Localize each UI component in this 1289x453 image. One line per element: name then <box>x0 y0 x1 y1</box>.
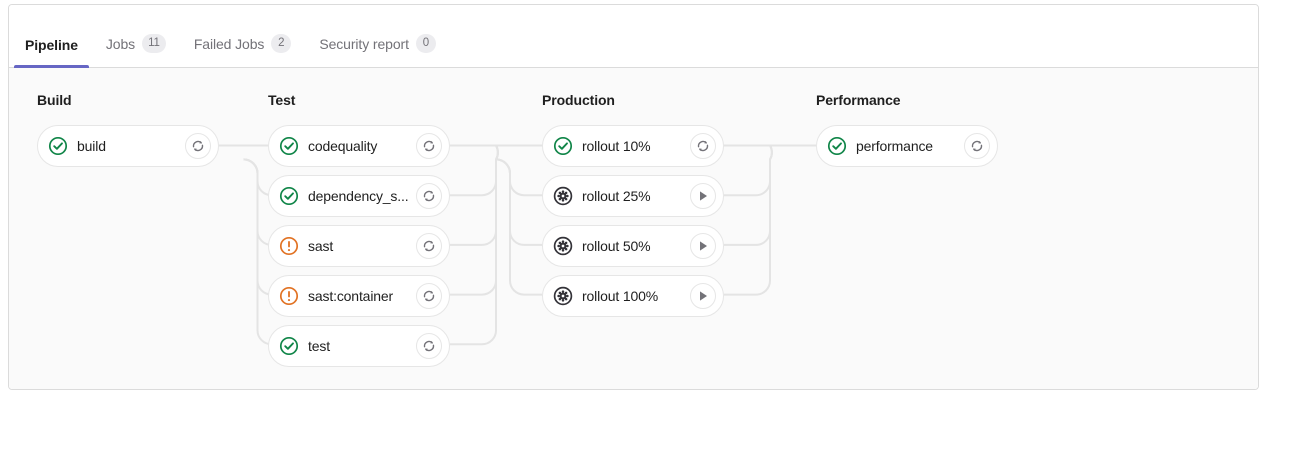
job-card[interactable]: rollout 10% <box>542 125 724 167</box>
tab-jobs[interactable]: Jobs 11 <box>92 34 180 67</box>
retry-icon[interactable] <box>185 133 211 159</box>
status-manual-icon <box>553 236 573 256</box>
tab-badge: 11 <box>142 34 166 53</box>
job-name: performance <box>856 138 933 154</box>
stage-title: Build <box>37 92 72 108</box>
job-name: build <box>77 138 106 154</box>
job-card[interactable]: rollout 50% <box>542 225 724 267</box>
status-success-icon <box>827 136 847 156</box>
retry-icon[interactable] <box>690 133 716 159</box>
pipeline-graph: Build build Test codequality dependency_s...… <box>9 68 1258 389</box>
status-warning-icon <box>279 286 299 306</box>
play-icon[interactable] <box>690 283 716 309</box>
status-manual-icon <box>553 286 573 306</box>
job-name: codequality <box>308 138 378 154</box>
job-name: dependency_s... <box>308 188 409 204</box>
job-name: sast <box>308 238 334 254</box>
tab-badge: 0 <box>415 34 436 53</box>
tab-label: Failed Jobs <box>193 35 265 52</box>
retry-icon[interactable] <box>964 133 990 159</box>
job-name: rollout 50% <box>582 238 651 254</box>
tab-failed-jobs[interactable]: Failed Jobs 2 <box>180 34 306 67</box>
job-card[interactable]: performance <box>816 125 998 167</box>
job-card[interactable]: test <box>268 325 450 367</box>
job-name: sast:container <box>308 288 394 304</box>
retry-icon[interactable] <box>416 133 442 159</box>
retry-icon[interactable] <box>416 233 442 259</box>
job-card[interactable]: sast <box>268 225 450 267</box>
status-success-icon <box>279 336 299 356</box>
play-icon[interactable] <box>690 233 716 259</box>
job-card[interactable]: rollout 25% <box>542 175 724 217</box>
stage-title: Production <box>542 92 615 108</box>
status-success-icon <box>553 136 573 156</box>
status-success-icon <box>279 136 299 156</box>
tab-pipeline[interactable]: Pipeline <box>11 37 92 68</box>
status-success-icon <box>279 186 299 206</box>
retry-icon[interactable] <box>416 283 442 309</box>
job-card[interactable]: rollout 100% <box>542 275 724 317</box>
play-icon[interactable] <box>690 183 716 209</box>
job-name: rollout 100% <box>582 288 659 304</box>
stage-title: Test <box>268 92 296 108</box>
retry-icon[interactable] <box>416 333 442 359</box>
status-manual-icon <box>553 186 573 206</box>
tab-label: Jobs <box>105 35 136 52</box>
retry-icon[interactable] <box>416 183 442 209</box>
status-warning-icon <box>279 236 299 256</box>
job-card[interactable]: dependency_s... <box>268 175 450 217</box>
pipeline-tabbar: Pipeline Jobs 11 Failed Jobs 2 Security repor… <box>9 5 1258 68</box>
tab-badge: 2 <box>271 34 292 53</box>
pipeline-card: Pipeline Jobs 11 Failed Jobs 2 Security repor… <box>8 4 1259 390</box>
job-name: rollout 25% <box>582 188 651 204</box>
tab-label: Security report <box>319 35 409 52</box>
job-card[interactable]: sast:container <box>268 275 450 317</box>
job-name: test <box>308 338 330 354</box>
job-name: rollout 10% <box>582 138 651 154</box>
pipeline-stages: Build build Test codequality dependency_s...… <box>9 68 1258 389</box>
tab-label: Pipeline <box>25 37 78 53</box>
tab-security-report[interactable]: Security report 0 <box>305 34 450 67</box>
status-success-icon <box>48 136 68 156</box>
job-card[interactable]: build <box>37 125 219 167</box>
job-card[interactable]: codequality <box>268 125 450 167</box>
stage-title: Performance <box>816 92 901 108</box>
